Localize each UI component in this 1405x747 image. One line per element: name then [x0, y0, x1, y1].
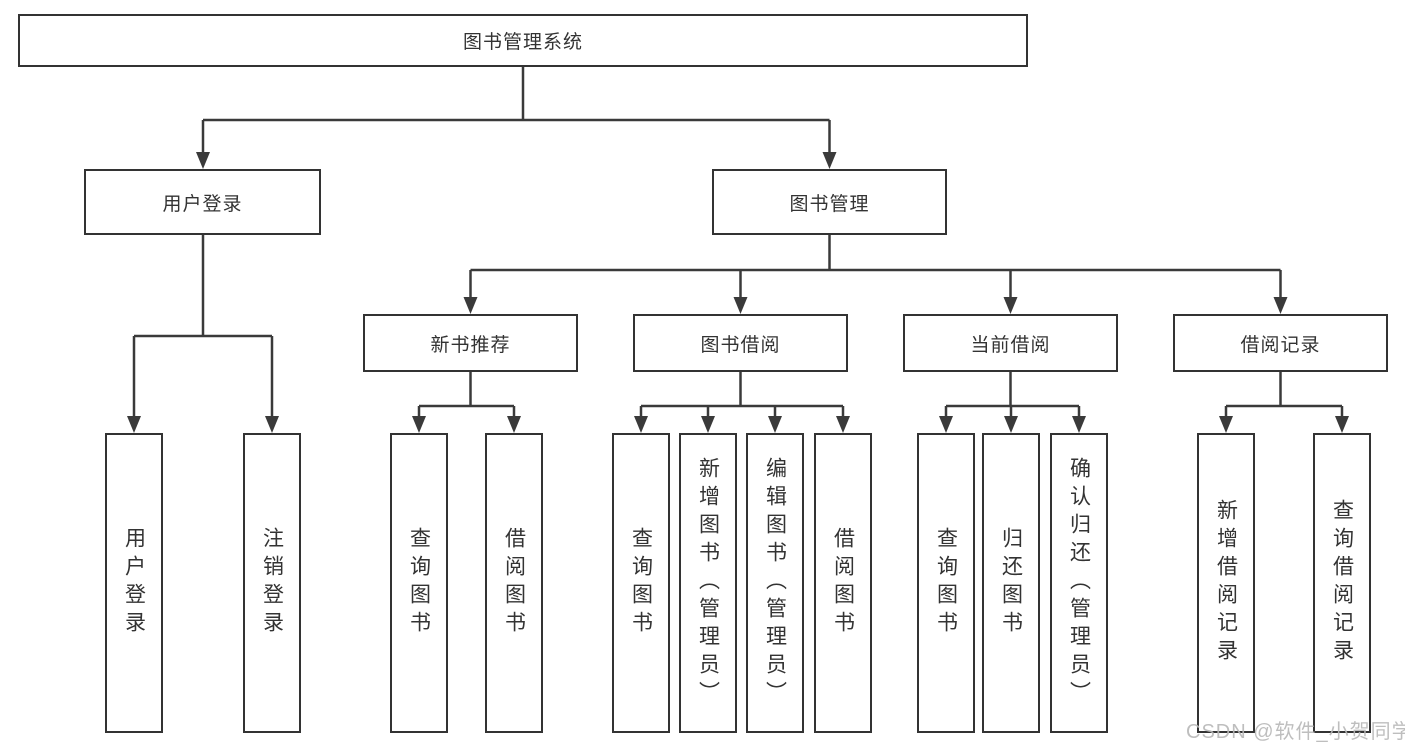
node-book-management-label: 图书管理: [789, 193, 870, 215]
leaf-query-borrow-record: 查询借阅记录: [1313, 433, 1371, 733]
node-current-borrowing: 当前借阅: [903, 314, 1118, 372]
leaf-edit-book-admin: 编辑图书（管理员）: [746, 433, 804, 733]
node-book-borrowing: 图书借阅: [633, 314, 848, 372]
leaf-label: 注销登录: [260, 527, 284, 639]
leaf-return-books: 归还图书: [982, 433, 1040, 733]
leaf-borrow-books-recommend: 借阅图书: [485, 433, 543, 733]
node-book-management: 图书管理: [712, 169, 947, 235]
leaf-query-books-borrowing: 查询图书: [612, 433, 670, 733]
leaf-label: 新增图书（管理员）: [696, 457, 720, 709]
leaf-label: 查询图书: [629, 527, 653, 639]
leaf-confirm-return-admin: 确认归还（管理员）: [1050, 433, 1108, 733]
leaf-user-login: 用户登录: [105, 433, 163, 733]
node-current-borrowing-label: 当前借阅: [970, 334, 1051, 356]
watermark: CSDN @软件_小贺同学: [1186, 721, 1405, 743]
node-root-label: 图书管理系统: [462, 32, 583, 53]
node-new-book-recommend: 新书推荐: [363, 314, 578, 372]
leaf-query-books-current: 查询图书: [917, 433, 975, 733]
node-borrowing-records-label: 借阅记录: [1240, 334, 1321, 356]
leaf-add-book-admin: 新增图书（管理员）: [679, 433, 737, 733]
leaf-label: 新增借阅记录: [1214, 499, 1238, 667]
leaf-label: 查询图书: [934, 527, 958, 639]
leaf-label: 用户登录: [122, 527, 146, 639]
leaf-label: 归还图书: [999, 527, 1023, 639]
node-new-book-recommend-label: 新书推荐: [430, 334, 511, 356]
node-root: 图书管理系统: [18, 14, 1028, 67]
leaf-label: 确认归还（管理员）: [1067, 457, 1091, 709]
leaf-query-books-recommend: 查询图书: [390, 433, 448, 733]
node-book-borrowing-label: 图书借阅: [700, 334, 781, 356]
leaf-label: 查询借阅记录: [1330, 499, 1354, 667]
leaf-label: 借阅图书: [831, 527, 855, 639]
node-user-login-label: 用户登录: [162, 193, 243, 215]
leaf-borrow-books-borrowing: 借阅图书: [814, 433, 872, 733]
leaf-logout: 注销登录: [243, 433, 301, 733]
leaf-add-borrow-record: 新增借阅记录: [1197, 433, 1255, 733]
leaf-label: 借阅图书: [502, 527, 526, 639]
leaf-label: 查询图书: [407, 527, 431, 639]
leaf-label: 编辑图书（管理员）: [763, 457, 787, 709]
node-user-login: 用户登录: [84, 169, 321, 235]
node-borrowing-records: 借阅记录: [1173, 314, 1388, 372]
